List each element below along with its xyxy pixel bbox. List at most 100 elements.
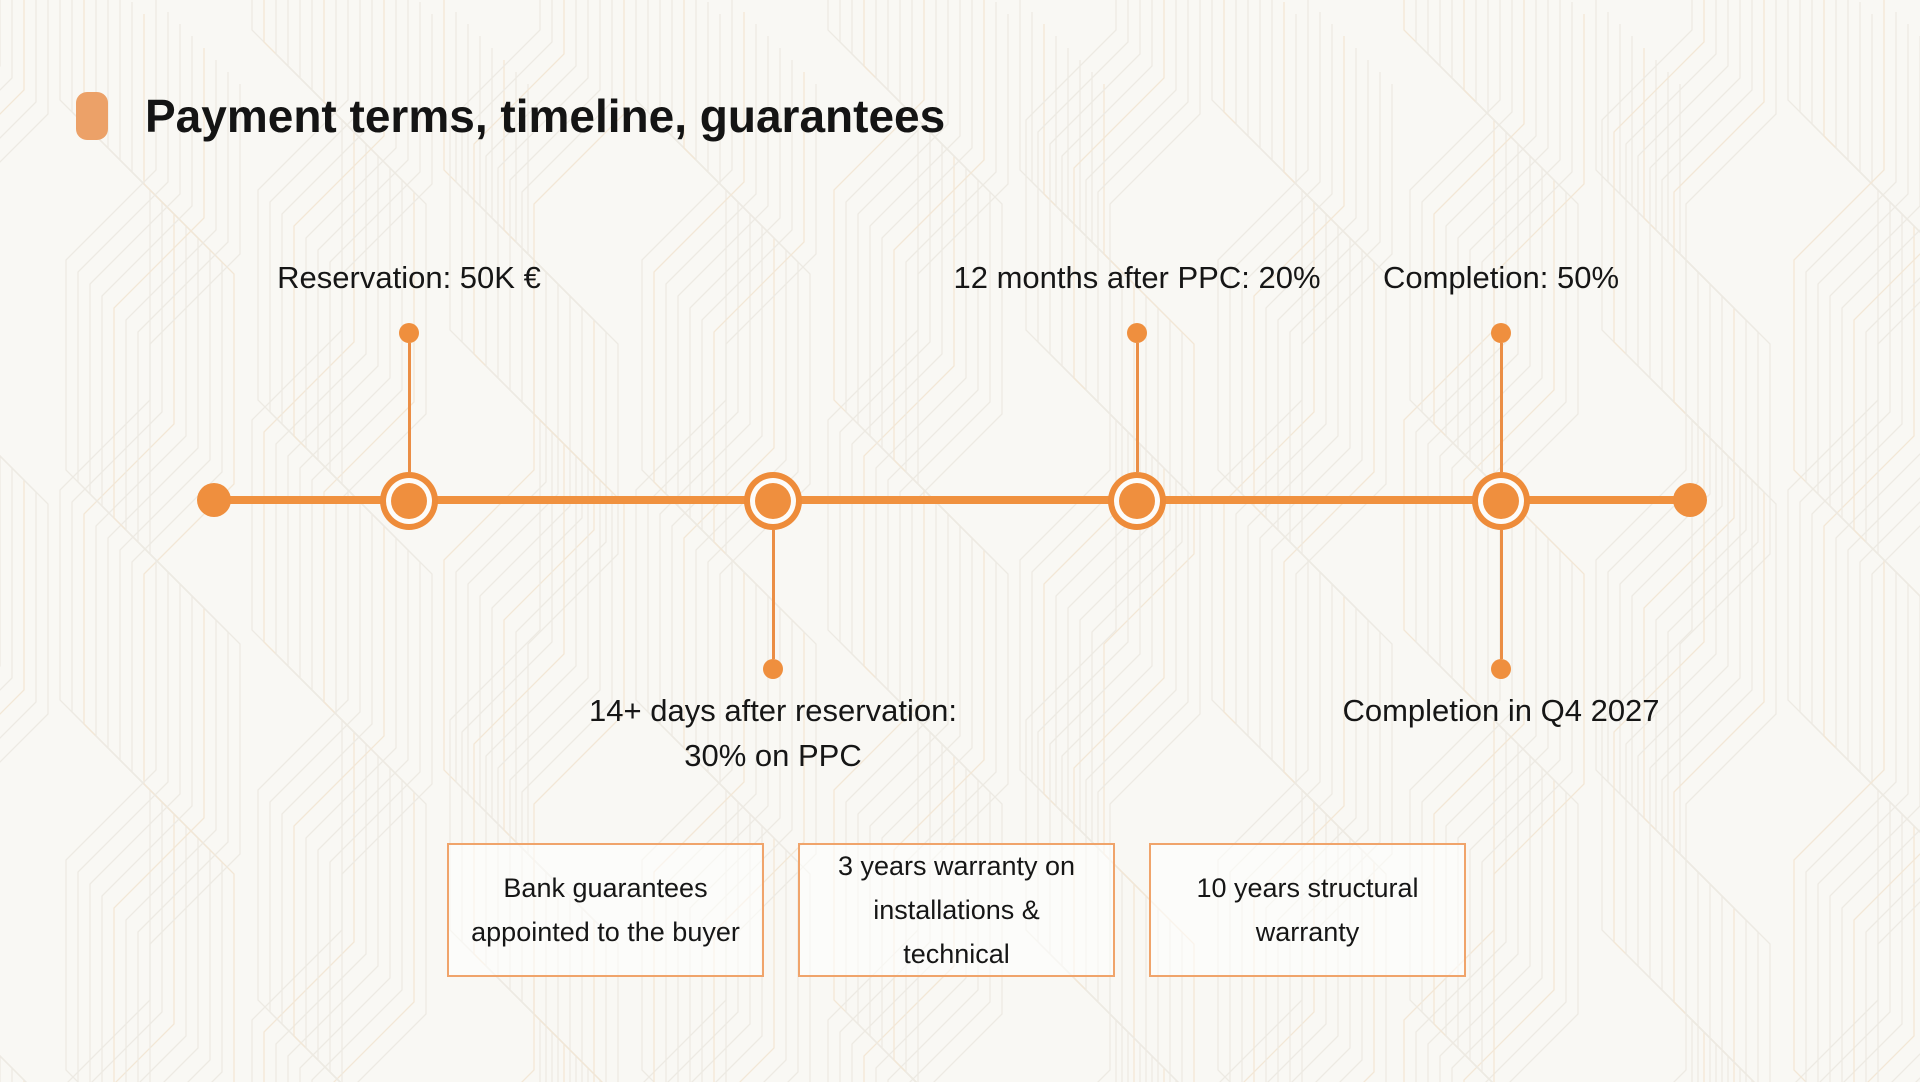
timeline-endpoint-right (1673, 483, 1707, 517)
milestone-core (755, 483, 791, 519)
pattern-line (149, 84, 241, 1082)
milestone-stem (407, 343, 411, 472)
pattern-line (1217, 0, 1309, 1082)
pattern-line (719, 14, 811, 1082)
pattern-line (641, 0, 733, 1082)
guarantee-box: 10 years structural warranty (1149, 843, 1466, 977)
pattern-line (113, 48, 205, 1082)
milestone-label-line: 30% on PPC (684, 738, 862, 773)
pattern-line (1841, 229, 1920, 1082)
page-title: Payment terms, timeline, guarantees (145, 90, 946, 142)
pattern-line (1457, 0, 1549, 1082)
pattern-line (917, 14, 1009, 1082)
milestone-ring (386, 478, 432, 524)
pattern-line (1229, 12, 1321, 1082)
milestone-label-line: 14+ days after reservation: (589, 693, 957, 728)
pattern-line (881, 0, 973, 1082)
milestone-stem (1499, 343, 1503, 472)
pattern-line (1109, 0, 1201, 1082)
pattern-line (1493, 14, 1585, 1082)
pattern-line (905, 2, 997, 1082)
pattern-line (0, 0, 25, 1082)
pattern-line (1865, 277, 1920, 1082)
milestone-core (1483, 483, 1519, 519)
pattern-line (1679, 84, 1771, 1082)
milestone-ring (1478, 478, 1524, 524)
milestone-label: Completion in Q4 2027 (1342, 688, 1659, 733)
pattern-line (893, 0, 985, 1082)
pattern-line (137, 72, 229, 1082)
milestone-stem-dot (1127, 323, 1147, 343)
pattern-line (77, 12, 169, 1082)
pattern-line (1277, 60, 1369, 1082)
pattern-line (725, 84, 817, 1082)
milestone-stem-dot (399, 323, 419, 343)
header: Payment terms, timeline, guarantees (76, 89, 945, 143)
milestone-ring (750, 478, 796, 524)
pattern-line (1241, 24, 1333, 1082)
pattern-line (341, 14, 433, 1082)
pattern-line (665, 24, 757, 1082)
guarantee-box: Bank guarantees appointed to the buyer (447, 843, 764, 977)
milestone-node (1472, 472, 1530, 530)
pattern-line (1871, 14, 1920, 833)
pattern-line (1805, 12, 1897, 1082)
milestone-label-line: Completion in Q4 2027 (1342, 693, 1660, 728)
guarantee-box: 3 years warranty on installations & tech… (798, 843, 1115, 977)
pattern-line (0, 0, 37, 1082)
pattern-line (1103, 84, 1195, 1082)
timeline-endpoint-left (197, 483, 231, 517)
milestone-node (744, 472, 802, 530)
pattern-line (125, 60, 217, 1082)
milestone-core (1119, 483, 1155, 519)
pattern-line (701, 60, 793, 1082)
pattern-line (689, 48, 781, 1082)
pattern-line (89, 24, 181, 1082)
milestone-stem (771, 530, 775, 659)
pattern-line (1829, 36, 1920, 1082)
pattern-line (1817, 24, 1909, 1082)
milestone-ring (1114, 478, 1160, 524)
pattern-line (317, 0, 409, 1082)
milestone-node (380, 472, 438, 530)
milestone-label-line: Reservation: 50K € (277, 260, 541, 295)
pattern-line (1685, 0, 1777, 1082)
milestone-label-line: 12 months after PPC: 20% (953, 260, 1321, 295)
milestone-stem (1499, 530, 1503, 659)
pattern-line (0, 0, 13, 1082)
pattern-line (1487, 0, 1579, 1082)
pattern-line (653, 12, 745, 1082)
pattern-line (305, 0, 397, 1082)
pattern-line (1469, 0, 1561, 1082)
guarantee-box-label: 3 years warranty on installations & tech… (837, 851, 1076, 969)
pattern-line (335, 0, 427, 1082)
guarantee-box-label: Bank guarantees appointed to the buyer (471, 873, 740, 947)
pattern-line (911, 0, 1003, 1082)
pattern-line (1265, 48, 1357, 1082)
milestone-stem (1135, 343, 1139, 472)
pattern-line (1295, 14, 1387, 1082)
pattern-line (65, 0, 157, 1082)
pattern-line (1301, 84, 1393, 1082)
timeline-track (214, 496, 1690, 504)
milestone-label: Reservation: 50K € (277, 255, 541, 300)
milestone-label-line: Completion: 50% (1382, 260, 1620, 295)
guarantee-box-label: 10 years structural warranty (1196, 873, 1419, 947)
milestone-stem-dot (1491, 323, 1511, 343)
milestone-stem-dot (1491, 659, 1511, 679)
milestone-label: 14+ days after reservation: 30% on PPC (589, 688, 957, 778)
title-bullet-icon (76, 92, 108, 140)
pattern-line (1793, 0, 1885, 1082)
pattern-line (533, 0, 625, 1082)
milestone-label: Completion: 50% (1383, 255, 1619, 300)
milestone-label: 12 months after PPC: 20% (953, 255, 1320, 300)
pattern-line (1289, 72, 1381, 1082)
pattern-line (1253, 36, 1345, 1082)
pattern-line (143, 14, 235, 1082)
pattern-line (713, 72, 805, 1082)
guarantee-boxes: Bank guarantees appointed to the buyer 3… (447, 843, 1466, 977)
pattern-line (527, 84, 619, 1082)
pattern-line (1481, 2, 1573, 1082)
